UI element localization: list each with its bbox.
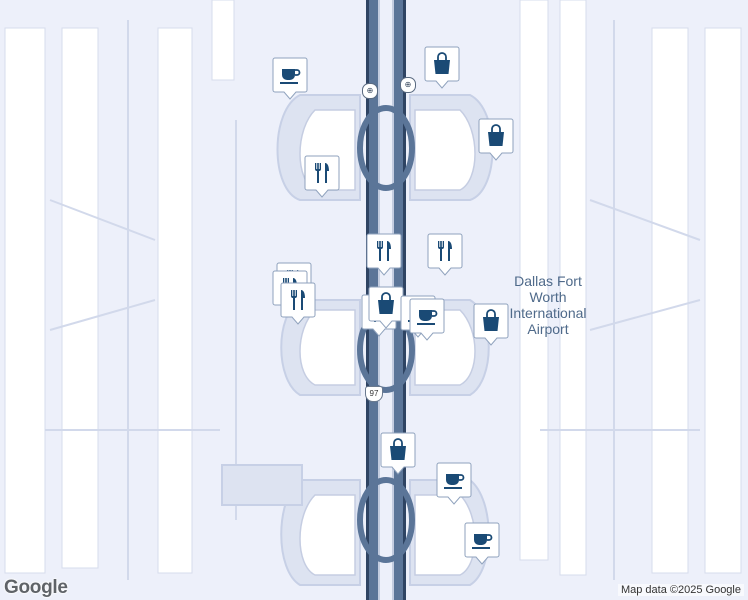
route-shield: 97 bbox=[365, 386, 383, 402]
shopping-marker-3[interactable] bbox=[368, 286, 404, 330]
route-number: 97 bbox=[369, 389, 379, 398]
airport-label: Dallas Fort Worth International Airport bbox=[500, 273, 596, 337]
coffee-marker-1[interactable] bbox=[272, 57, 308, 101]
airport-label-line-2: Worth bbox=[529, 289, 567, 305]
map-attribution[interactable]: Map data ©2025 Google bbox=[617, 584, 744, 596]
google-logo: Google bbox=[4, 577, 68, 598]
coffee-icon bbox=[280, 69, 301, 84]
restaurant-marker-3[interactable] bbox=[427, 233, 463, 277]
coffee-icon bbox=[472, 534, 493, 549]
restaurant-marker-6[interactable] bbox=[280, 282, 316, 326]
coffee-marker-3[interactable] bbox=[409, 298, 445, 342]
fork-knife-icon bbox=[377, 241, 391, 261]
shopping-marker-1[interactable] bbox=[424, 46, 460, 90]
fork-knife-icon bbox=[315, 163, 329, 183]
shopping-bag-icon bbox=[378, 292, 394, 314]
shopping-bag-icon bbox=[488, 124, 504, 146]
fork-knife-icon bbox=[438, 241, 452, 261]
airport-label-line-3: International bbox=[509, 305, 587, 321]
transit-stop-icon-west[interactable]: ⊕ bbox=[362, 83, 378, 99]
restaurant-marker-2[interactable] bbox=[366, 233, 402, 277]
coffee-marker-5[interactable] bbox=[464, 522, 500, 566]
transit-stop-icon-east[interactable]: ⊕ bbox=[400, 77, 416, 93]
shopping-marker-5[interactable] bbox=[380, 432, 416, 476]
fork-knife-icon bbox=[291, 290, 305, 310]
coffee-icon bbox=[444, 474, 465, 489]
restaurant-marker-1[interactable] bbox=[304, 155, 340, 199]
shopping-marker-2[interactable] bbox=[478, 118, 514, 162]
coffee-icon bbox=[417, 310, 438, 325]
coffee-marker-4[interactable] bbox=[436, 462, 472, 506]
shopping-marker-4[interactable] bbox=[473, 303, 509, 347]
airport-label-line-1: Dallas Fort bbox=[514, 273, 582, 289]
shopping-bag-icon bbox=[434, 52, 450, 74]
shopping-bag-icon bbox=[483, 309, 499, 331]
airport-label-line-4: Airport bbox=[527, 321, 569, 337]
shopping-bag-icon bbox=[390, 438, 406, 460]
